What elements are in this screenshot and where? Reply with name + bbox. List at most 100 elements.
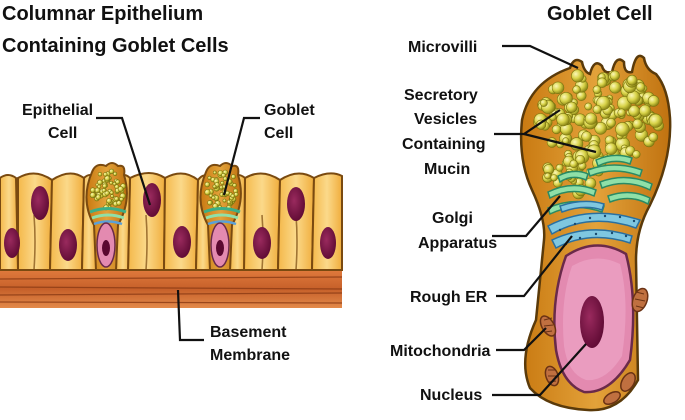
- vesicle: [566, 101, 578, 113]
- left-title-line2: Containing Goblet Cells: [2, 35, 229, 57]
- goblet-vesicles: [204, 169, 239, 211]
- nucleus: [4, 228, 20, 258]
- vesicle: [109, 190, 114, 195]
- label-mitochondria: Mitochondria: [390, 343, 491, 360]
- vesicle: [632, 150, 641, 159]
- label-epithelial-cell-line1: Epithelial: [22, 102, 93, 119]
- vesicle: [606, 118, 616, 128]
- vesicle: [626, 74, 638, 86]
- vesicle: [97, 172, 103, 177]
- label-vesicles-line3: Containing: [402, 136, 486, 153]
- nucleus: [31, 186, 49, 220]
- vesicle: [648, 132, 659, 142]
- rough-er: [546, 200, 642, 250]
- goblet-cell-small-1: [85, 162, 128, 271]
- vesicle: [555, 163, 564, 172]
- epithelium-tissue: [0, 162, 343, 308]
- vesicle: [204, 181, 211, 188]
- columnar-nuclei: [4, 183, 336, 261]
- vesicle: [97, 179, 103, 186]
- goblet-vesicles: [89, 168, 126, 211]
- leader-goblet-cell-left: [222, 116, 260, 196]
- vesicle: [609, 70, 620, 81]
- vesicle: [112, 171, 118, 176]
- label-goblet-cell-left-line2: Cell: [264, 125, 293, 142]
- vesicle: [95, 194, 102, 200]
- vesicle: [117, 186, 124, 192]
- left-title-line1: Columnar Epithelium: [2, 3, 203, 25]
- leader-microvilli: [502, 44, 579, 69]
- golgi-apparatus: [547, 154, 653, 216]
- vesicle: [572, 85, 581, 94]
- vesicle: [648, 113, 663, 128]
- vesicle: [110, 194, 115, 199]
- vesicle: [108, 168, 115, 174]
- vesicle: [104, 175, 111, 182]
- vesicle: [551, 124, 562, 135]
- leader-basement-membrane: [176, 289, 204, 342]
- leader-vesicles-2: [523, 132, 597, 154]
- leader-epithelial-cell: [96, 116, 152, 206]
- vesicle: [116, 200, 122, 206]
- label-basement-line1: Basement: [210, 324, 287, 341]
- vesicle: [638, 104, 652, 117]
- nucleus: [320, 227, 336, 259]
- vesicle: [115, 179, 121, 185]
- vesicle: [207, 200, 213, 206]
- columnar-cells: [0, 172, 343, 271]
- label-microvilli: Microvilli: [408, 39, 477, 56]
- vesicle: [635, 82, 646, 92]
- vesicle: [581, 131, 592, 142]
- vesicle: [220, 180, 225, 185]
- vesicle: [106, 198, 112, 204]
- vesicle: [225, 190, 230, 196]
- vesicle: [615, 122, 630, 137]
- vesicle: [609, 81, 622, 94]
- leader-rough-er: [496, 235, 573, 298]
- label-nucleus: Nucleus: [420, 387, 482, 404]
- label-vesicles-line1: Secretory: [404, 87, 478, 104]
- vesicle: [569, 159, 578, 169]
- label-epithelial-cell-line2: Cell: [48, 125, 77, 142]
- vesicle: [571, 69, 585, 83]
- nucleus: [173, 226, 191, 258]
- nucleus: [253, 227, 271, 259]
- leader-mitochondria: [496, 327, 547, 352]
- leader-nucleus: [492, 343, 587, 397]
- label-golgi-line2: Apparatus: [418, 235, 497, 252]
- vesicle: [222, 198, 227, 203]
- nucleus: [143, 183, 161, 217]
- vesicle: [584, 102, 593, 111]
- vesicle: [604, 142, 618, 156]
- vesicle: [594, 122, 608, 135]
- vesicle: [212, 184, 217, 189]
- vesicle: [592, 85, 602, 94]
- vesicle: [102, 183, 108, 189]
- leader-golgi: [492, 195, 561, 238]
- nucleolus: [580, 296, 604, 348]
- vesicle: [212, 170, 217, 175]
- vesicle: [539, 99, 548, 107]
- label-basement-line2: Membrane: [210, 347, 290, 364]
- goblet-cell-large: [519, 54, 672, 412]
- vesicle: [211, 195, 216, 200]
- vesicle: [230, 193, 236, 199]
- vesicle: [596, 77, 608, 88]
- right-title: Goblet Cell: [547, 3, 653, 25]
- vesicle: [103, 172, 108, 177]
- label-vesicles-line4: Mucin: [424, 161, 470, 178]
- basement-fibers: [0, 276, 343, 304]
- vesicle: [109, 180, 114, 185]
- vesicle: [221, 173, 226, 178]
- vesicle: [584, 112, 598, 125]
- vesicle: [89, 192, 96, 199]
- vesicle: [575, 154, 586, 165]
- vesicle: [647, 95, 660, 107]
- vesicle: [204, 189, 211, 196]
- goblet-cell-small-2: [199, 162, 242, 271]
- vesicle: [232, 183, 237, 188]
- vesicle: [112, 181, 117, 186]
- nucleus: [59, 229, 77, 261]
